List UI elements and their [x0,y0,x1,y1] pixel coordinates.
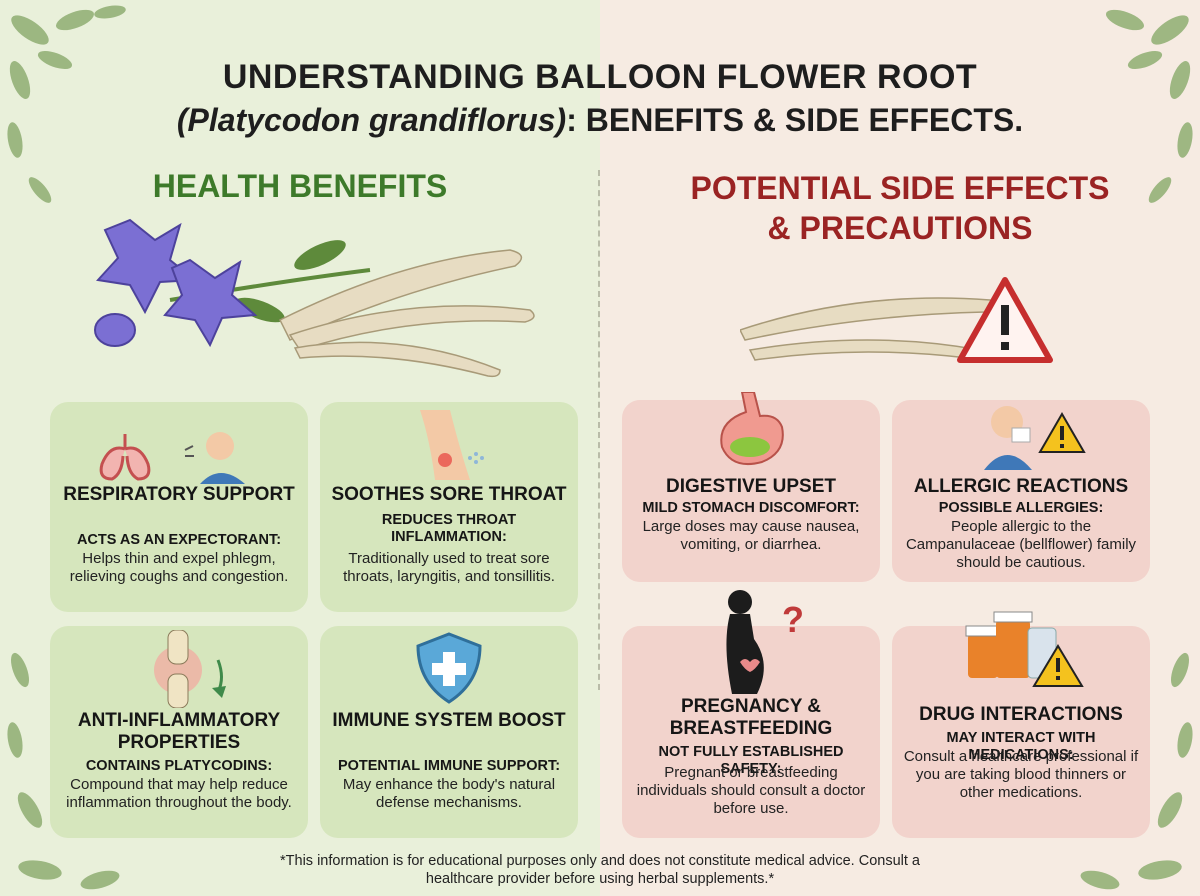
card-title: IMMUNE SYSTEM BOOST [332,710,566,731]
risks-heading: POTENTIAL SIDE EFFECTS & PRECAUTIONS [640,168,1160,248]
card-allergic-reactions: ALLERGIC REACTIONS POSSIBLE ALLERGIES: P… [892,400,1150,582]
card-text: Traditionally used to treat sore throats… [343,550,555,585]
card-immune-boost: IMMUNE SYSTEM BOOST POTENTIAL IMMUNE SUP… [320,626,578,838]
page-subtitle: (Platycodon grandiflorus): BENEFITS & SI… [0,102,1200,139]
page-title: UNDERSTANDING BALLOON FLOWER ROOT [222,58,978,96]
card-pregnancy-breastfeeding: ? PREGNANCY & BREASTFEEDING NOT FULLY ES… [622,590,880,838]
card-anti-inflammatory: ANTI-INFLAMMATORY PROPERTIES CONTAINS PL… [50,626,308,838]
card-text: Large doses may cause nausea, vomiting, … [642,518,860,553]
card-subtitle: POSSIBLE ALLERGIES: [938,500,1104,516]
disclaimer: *This information is for educational pur… [280,853,920,887]
card-respiratory-support: RESPIRATORY SUPPORT ACTS AS AN EXPECTORA… [50,402,308,612]
card-text: Compound that may help reduce inflammati… [66,776,292,811]
root-warning-illustration [740,277,1053,363]
sneeze-warning-icon [984,406,1086,470]
knee-joint-icon [154,630,226,708]
benefits-heading: HEALTH BENEFITS [152,168,448,204]
latin-name: (Platycodon grandiflorus) [176,102,567,138]
throat-icon [420,410,484,480]
card-subtitle: REDUCES THROAT INFLAMMATION: [381,512,517,545]
card-title: SOOTHES SORE THROAT [331,484,567,505]
card-subtitle: CONTAINS PLATYCODINS: [85,758,273,774]
top-right-foliage-icon [1106,9,1193,203]
card-text: Helps thin and expel phlegm, relieving c… [69,550,289,585]
risks-heading-line2: & PRECAUTIONS [767,210,1033,246]
card-text: People allergic to the Campanulaceae (be… [905,518,1137,571]
card-drug-interactions: DRUG INTERACTIONS MAY INTERACT WITH MEDI… [892,611,1150,838]
stomach-icon [720,392,784,466]
card-title: PREGNANCY & BREASTFEEDING [669,696,833,739]
bottom-left-foliage-icon [7,652,120,890]
card-title: ANTI-INFLAMMATORY PROPERTIES [77,710,281,753]
subtitle-rest: : BENEFITS & SIDE EFFECTS. [566,102,1024,138]
card-title: ALLERGIC REACTIONS [913,476,1129,497]
card-subtitle: MAY INTERACT WITH MEDICATIONS: [946,730,1096,763]
bottom-right-foliage-icon [1080,652,1193,890]
center-divider [598,170,600,690]
shield-plus-icon [416,632,482,704]
card-digestive-upset: DIGESTIVE UPSET MILD STOMACH DISCOMFORT:… [622,392,880,582]
medication-warning-icon [965,611,1084,687]
card-text: Consult a healthcare professional if you… [903,748,1139,801]
card-subtitle: MILD STOMACH DISCOMFORT: [642,500,860,516]
risks-heading-line1: POTENTIAL SIDE EFFECTS [690,170,1110,206]
card-subtitle: NOT FULLY ESTABLISHED SAFETY: [658,744,844,777]
svg-text:?: ? [782,599,804,640]
card-title: DIGESTIVE UPSET [666,476,836,497]
card-text: Pregnant or breastfeeding individuals sh… [636,764,866,817]
pregnancy-question-icon: ? [726,590,804,694]
balloon-flower-root-illustration [94,218,535,378]
top-left-foliage-icon [7,5,126,203]
card-subtitle: ACTS AS AN EXPECTORANT: [76,532,282,548]
card-title: RESPIRATORY SUPPORT [63,484,295,505]
card-text: May enhance the body's natural defense m… [342,776,556,811]
card-soothes-sore-throat: SOOTHES SORE THROAT REDUCES THROAT INFLA… [320,402,578,612]
card-title: DRUG INTERACTIONS [919,704,1123,725]
lungs-cough-icon [99,432,245,484]
card-subtitle: POTENTIAL IMMUNE SUPPORT: [337,758,561,774]
